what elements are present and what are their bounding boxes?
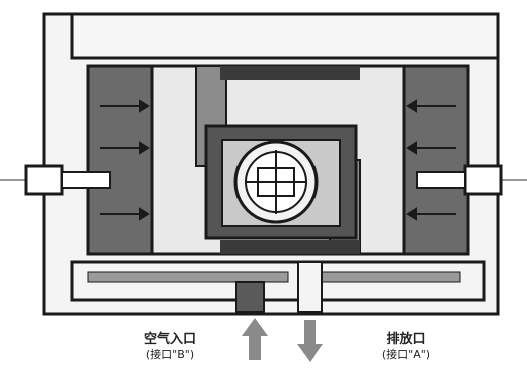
inlet-title: 空气入口 [143, 332, 196, 347]
right-air-channel [319, 271, 461, 283]
inlet-label: 空气入口 (接口"B") [120, 332, 220, 362]
lower-rack-bar [220, 240, 360, 254]
rotation-arrow-left [233, 165, 240, 199]
upper-rack-bar [220, 66, 360, 80]
right-end-cap [402, 64, 470, 256]
exhaust-port-block [297, 261, 323, 313]
left-shaft-nut [24, 164, 64, 196]
left-shaft [61, 171, 111, 189]
exhaust-label: 排放口 (接口"A") [356, 332, 456, 362]
exhaust-title: 排放口 [386, 332, 426, 347]
right-shaft-nut [463, 164, 503, 196]
exhaust-flow-arrow [297, 320, 323, 362]
top-cover [70, 12, 500, 60]
rotation-arrow-right [312, 165, 319, 199]
right-shaft [416, 171, 466, 189]
right-pressure-arrows [406, 99, 456, 221]
left-pressure-arrows [100, 99, 150, 221]
exhaust-port-label: (接口"A") [381, 348, 431, 361]
inlet-flow-arrow [242, 318, 268, 360]
inlet-port-block [235, 281, 265, 313]
inlet-port-label: (接口"B") [145, 348, 195, 361]
left-end-cap [86, 64, 154, 256]
left-air-channel [87, 271, 289, 283]
